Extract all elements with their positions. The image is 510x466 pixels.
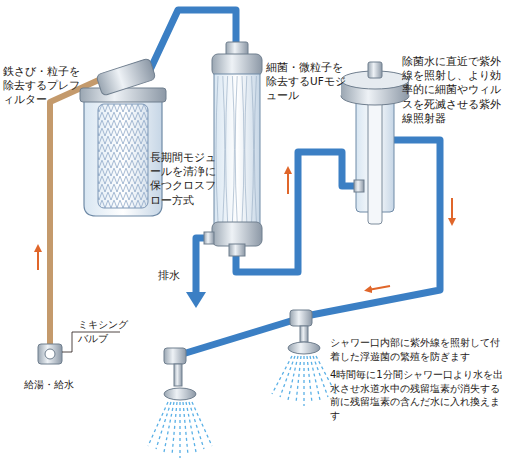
annotation-label: 除菌水に直近で紫外線を照射し、より効率的に細菌やウィルスを死滅させる紫外線照射器	[402, 54, 506, 125]
annotation-label: 細菌・微粒子を除去するUFモジュール	[266, 60, 348, 103]
annotation-label: 長期間モジュールを清浄に保つクロスフロー方式	[150, 150, 224, 207]
annotation-label: 4時間毎に1分間シャワー口より水を出水させ水道水中の残留塩素が消失する前に残留塩…	[330, 368, 506, 422]
annotation-label: 給湯・給水	[24, 378, 84, 392]
annotation-label: 排水	[158, 268, 192, 282]
uv-irradiator	[341, 62, 409, 224]
shower-head	[148, 310, 336, 458]
uf-module	[204, 42, 262, 256]
prefilter	[80, 58, 166, 216]
annotation-label: 鉄さび・粒子を除去するプレフィルター	[3, 64, 81, 107]
annotation-label: ミキシングバルブ	[78, 318, 128, 345]
annotation-label: シャワー口内部に紫外線を照射して付着した浮遊菌の繁殖を防ぎます	[330, 336, 506, 363]
